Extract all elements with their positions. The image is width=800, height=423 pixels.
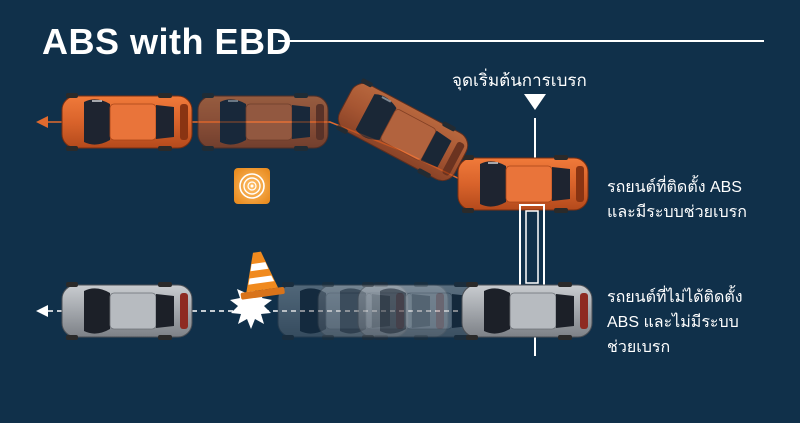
abs-caption-line-2: และมีระบบช่วยเบรก	[607, 204, 747, 221]
traffic-cone-icon	[240, 251, 285, 300]
no-abs-caption-line-1: รถยนต์ที่ไม่ได้ติดตั้ง	[607, 289, 743, 306]
down-triangle-icon	[524, 94, 546, 110]
abs-car-3	[197, 92, 329, 152]
no-abs-direction-arrow	[36, 305, 48, 317]
brake-start-label: จุดเริ่มต้นการเบรก	[452, 71, 587, 90]
no-abs-caption-line-2: ABS และไม่มีระบบ	[607, 314, 739, 331]
title-rule	[278, 40, 764, 42]
no-abs-car-end	[61, 281, 193, 341]
abs-car-caption: รถยนต์ที่ติดตั้ง ABS และมีระบบช่วยเบรก	[607, 175, 747, 225]
abs-direction-arrow	[36, 116, 48, 128]
abs-caption-line-1: รถยนต์ที่ติดตั้ง ABS	[607, 179, 742, 196]
page-title: ABS with EBD	[42, 21, 293, 62]
stopping-zone-frame-outer	[519, 204, 545, 290]
no-abs-car-caption: รถยนต์ที่ไม่ได้ติดตั้ง ABS และไม่มีระบบ …	[607, 285, 743, 360]
no-abs-caption-line-3: ช่วยเบรก	[607, 339, 671, 356]
abs-car-2	[331, 75, 475, 189]
no-abs-car-start	[461, 281, 593, 341]
abs-car-4	[61, 92, 193, 152]
stopping-zone-frame-inner	[525, 210, 539, 284]
abs-sensor-icon	[234, 168, 270, 204]
